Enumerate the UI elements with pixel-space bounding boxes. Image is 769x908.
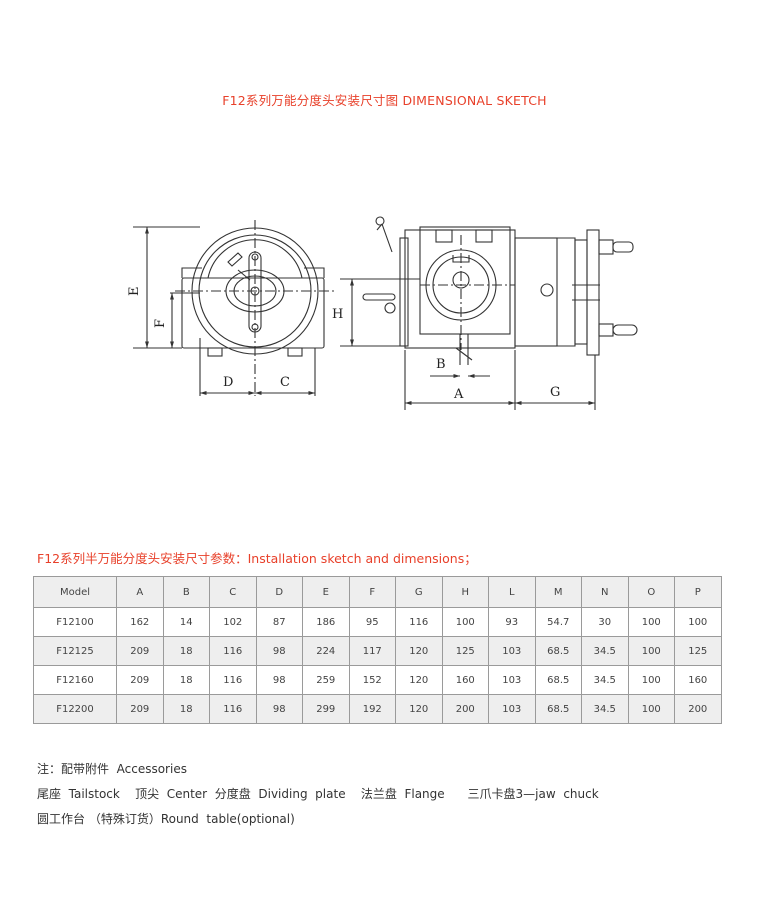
table-cell: 68.5: [534, 694, 582, 724]
table-cell: 98: [255, 665, 303, 695]
header-cell: N: [581, 576, 629, 608]
table-cell: 87: [255, 607, 303, 637]
table-cell: 18: [162, 636, 210, 666]
table-cell: 259: [302, 665, 350, 695]
table-cell: 100: [441, 607, 489, 637]
accessories-notes: 注：配带附件 Accessories 尾座 Tailstock 顶尖 Cente…: [37, 757, 599, 832]
table-cell: F12100: [33, 607, 117, 637]
table-cell: 120: [395, 636, 443, 666]
table-header-row: Model A B C D E F G H L M N O P: [33, 576, 722, 608]
end-view: [133, 220, 335, 396]
table-cell: 125: [674, 636, 722, 666]
table-cell: 103: [488, 665, 536, 695]
table-cell: 209: [116, 636, 164, 666]
table-cell: 100: [627, 607, 675, 637]
table-row: F12125 209 18 116 98 224 117 120 125 103…: [33, 636, 722, 666]
table-row: F12200 209 18 116 98 299 192 120 200 103…: [33, 694, 722, 724]
header-cell: A: [116, 576, 164, 608]
table-cell: 18: [162, 694, 210, 724]
table-cell: 162: [116, 607, 164, 637]
table-cell: 103: [488, 694, 536, 724]
table-cell: 68.5: [534, 636, 582, 666]
table-cell: 192: [348, 694, 396, 724]
table-cell: 209: [116, 694, 164, 724]
table-cell: F12200: [33, 694, 117, 724]
table-cell: 93: [488, 607, 536, 637]
table-cell: 98: [255, 694, 303, 724]
table-cell: 116: [209, 665, 257, 695]
notes-line-3: 圆工作台 （特殊订货）Round table(optional): [37, 812, 295, 826]
header-cell: C: [209, 576, 257, 608]
table-cell: 103: [488, 636, 536, 666]
table-cell: 34.5: [581, 636, 629, 666]
table-cell: 100: [674, 607, 722, 637]
table-cell: 209: [116, 665, 164, 695]
table-cell: 120: [395, 694, 443, 724]
header-cell: Model: [33, 576, 117, 608]
header-cell: M: [534, 576, 582, 608]
header-cell: F: [348, 576, 396, 608]
table-cell: 98: [255, 636, 303, 666]
table-cell: 14: [162, 607, 210, 637]
header-cell: L: [488, 576, 536, 608]
label-c: C: [280, 375, 290, 390]
table-cell: 30: [581, 607, 629, 637]
dimensions-table: Model A B C D E F G H L M N O P F12100 1…: [33, 576, 722, 724]
table-caption: F12系列半万能分度头安装尺寸参数：Installation sketch an…: [37, 551, 477, 566]
header-cell: E: [302, 576, 350, 608]
table-cell: 54.7: [534, 607, 582, 637]
label-b: B: [436, 357, 446, 372]
table-cell: 200: [441, 694, 489, 724]
table-cell: 186: [302, 607, 350, 637]
table-cell: 116: [395, 607, 443, 637]
table-cell: 224: [302, 636, 350, 666]
table-cell: 18: [162, 665, 210, 695]
table-cell: F12125: [33, 636, 117, 666]
table-cell: 100: [627, 694, 675, 724]
side-view: [340, 216, 638, 410]
dimensional-sketch: E F D C H B A G: [120, 200, 660, 415]
page-title: F12系列万能分度头安装尺寸图 DIMENSIONAL SKETCH: [222, 93, 547, 108]
notes-line-2: 尾座 Tailstock 顶尖 Center 分度盘 Dividing plat…: [37, 787, 599, 801]
table-cell: 120: [395, 665, 443, 695]
header-cell: P: [674, 576, 722, 608]
table-cell: 125: [441, 636, 489, 666]
header-cell: B: [162, 576, 210, 608]
table-cell: 100: [627, 665, 675, 695]
table-cell: 160: [674, 665, 722, 695]
table-cell: 68.5: [534, 665, 582, 695]
table-cell: 34.5: [581, 694, 629, 724]
table-row: F12160 209 18 116 98 259 152 120 160 103…: [33, 665, 722, 695]
table-cell: 102: [209, 607, 257, 637]
table-cell: 160: [441, 665, 489, 695]
header-cell: D: [255, 576, 303, 608]
label-a: A: [453, 387, 464, 402]
sketch-svg: E F D C H B A G: [127, 216, 638, 410]
table-row: F12100 162 14 102 87 186 95 116 100 93 5…: [33, 607, 722, 637]
label-f: F: [153, 319, 168, 328]
table-cell: 117: [348, 636, 396, 666]
table-cell: 34.5: [581, 665, 629, 695]
label-d: D: [223, 375, 233, 390]
label-e: E: [127, 287, 142, 297]
table-cell: 299: [302, 694, 350, 724]
table-cell: 95: [348, 607, 396, 637]
table-cell: 116: [209, 636, 257, 666]
notes-line-1: 注：配带附件 Accessories: [37, 762, 187, 776]
table-cell: 152: [348, 665, 396, 695]
header-cell: G: [395, 576, 443, 608]
header-cell: H: [441, 576, 489, 608]
table-cell: 100: [627, 636, 675, 666]
table-cell: F12160: [33, 665, 117, 695]
table-cell: 200: [674, 694, 722, 724]
label-h: H: [332, 307, 343, 322]
label-g: G: [550, 385, 560, 400]
table-cell: 116: [209, 694, 257, 724]
header-cell: O: [627, 576, 675, 608]
